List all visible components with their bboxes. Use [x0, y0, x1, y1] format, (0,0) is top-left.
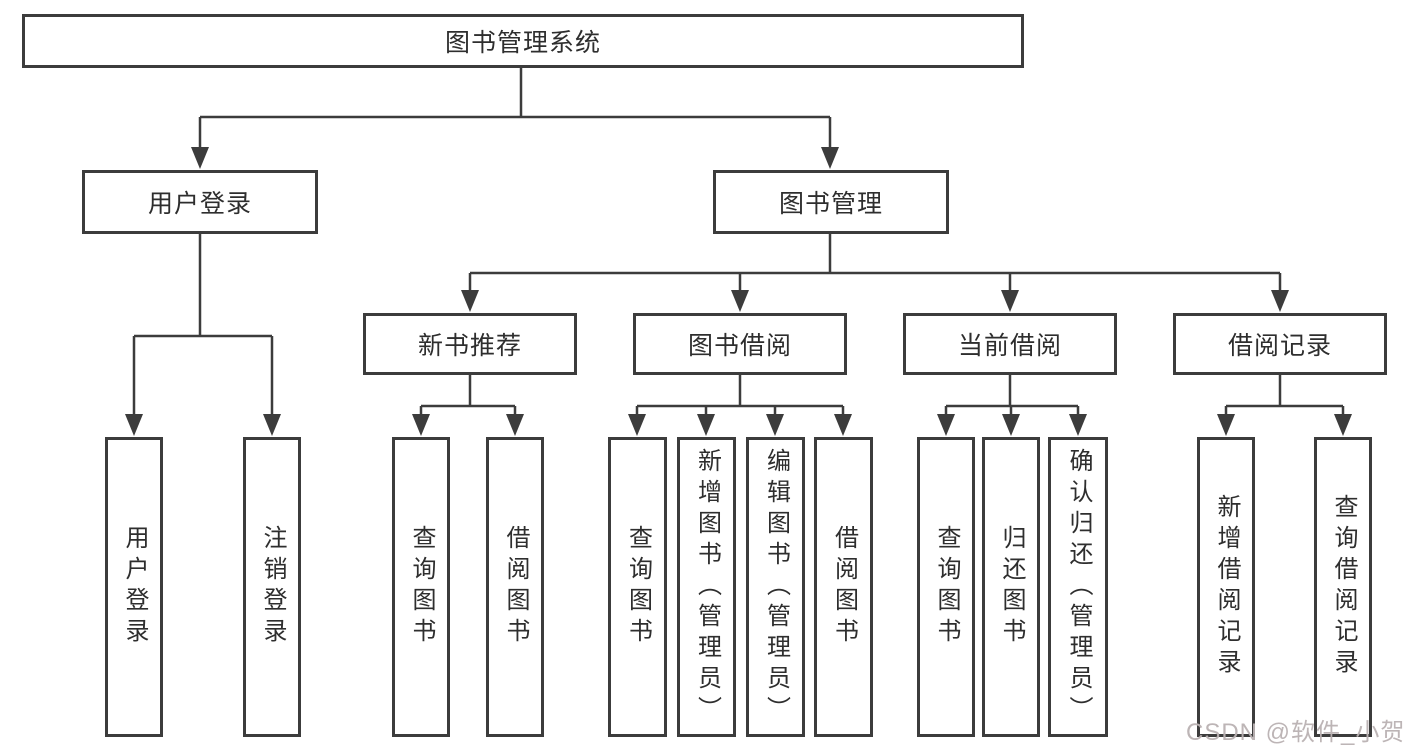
node-label: 新书推荐 [417, 332, 522, 360]
node-label: 归还图书 [998, 525, 1025, 649]
node-leaf-br-query-record: 查询借阅记录 [1314, 437, 1372, 737]
node-label: 用户登录 [147, 190, 252, 218]
node-label: 注销登录 [259, 525, 286, 649]
node-label: 图书管理 [778, 190, 883, 218]
csdn-watermark: CSDN @软件_小贺同学 [1186, 719, 1405, 746]
node-label: 查询借阅记录 [1330, 494, 1357, 680]
connector-root-to-level2 [191, 68, 839, 169]
node-current-borrow: 当前借阅 [903, 313, 1117, 375]
node-leaf-user-login: 用户登录 [105, 437, 163, 737]
node-borrow-records: 借阅记录 [1173, 313, 1387, 375]
node-new-book-recommend: 新书推荐 [363, 313, 577, 375]
node-leaf-bb-edit-books-admin: 编辑图书（管理员） [746, 437, 805, 737]
connector-book-borrow-to-leaves [628, 375, 852, 436]
node-user-login: 用户登录 [82, 170, 318, 234]
node-leaf-nbr-query-books: 查询图书 [392, 437, 450, 737]
node-label: 确认归还（管理员） [1065, 447, 1092, 727]
node-label: 图书管理系统 [444, 29, 601, 57]
node-label: 编辑图书（管理员） [762, 447, 790, 727]
node-leaf-cb-query-books: 查询图书 [917, 437, 975, 737]
connector-current-borrow-to-leaves [937, 375, 1087, 436]
node-leaf-bb-borrow-books: 借阅图书 [814, 437, 873, 737]
node-label: 借阅图书 [502, 525, 529, 649]
node-label: 借阅图书 [830, 525, 858, 649]
node-label: 查询图书 [624, 525, 652, 649]
connector-book-management-to-level3 [461, 234, 1289, 312]
node-label: 查询图书 [933, 525, 960, 649]
node-leaf-logout: 注销登录 [243, 437, 301, 737]
node-label: 新增图书（管理员） [693, 447, 721, 727]
node-library-management-system: 图书管理系统 [22, 14, 1024, 68]
node-label: 当前借阅 [957, 332, 1062, 360]
node-leaf-cb-return-books: 归还图书 [982, 437, 1040, 737]
node-leaf-nbr-borrow-books: 借阅图书 [486, 437, 544, 737]
node-label: 查询图书 [408, 525, 435, 649]
node-leaf-br-add-record: 新增借阅记录 [1197, 437, 1255, 737]
node-leaf-bb-add-books-admin: 新增图书（管理员） [677, 437, 736, 737]
node-leaf-cb-confirm-return-admin: 确认归还（管理员） [1048, 437, 1108, 737]
node-label: 用户登录 [121, 525, 148, 649]
node-label: 借阅记录 [1227, 332, 1332, 360]
node-book-borrow: 图书借阅 [633, 313, 847, 375]
connector-borrow-records-to-leaves [1217, 375, 1352, 436]
node-book-management: 图书管理 [713, 170, 949, 234]
node-label: 新增借阅记录 [1213, 494, 1240, 680]
connector-new-book-to-leaves [412, 375, 524, 436]
node-label: 图书借阅 [687, 332, 792, 360]
node-leaf-bb-query-books: 查询图书 [608, 437, 667, 737]
connector-user-login-to-leaves [125, 234, 281, 436]
